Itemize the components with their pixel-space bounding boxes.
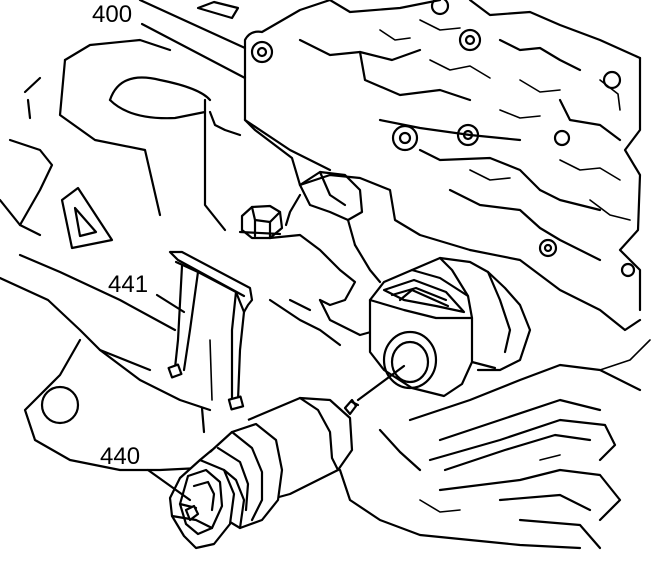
retainer-clip — [167, 250, 254, 411]
bolt — [238, 204, 284, 240]
valve-body-casting — [0, 0, 651, 550]
label-441: 441 — [108, 271, 148, 298]
solenoid-housing-boss — [368, 256, 532, 398]
label-440: 440 — [100, 443, 140, 470]
label-400: 400 — [92, 1, 132, 28]
pressure-control-solenoid — [168, 396, 360, 550]
pressure-fitting — [268, 170, 387, 337]
leader-lines — [140, 22, 406, 502]
